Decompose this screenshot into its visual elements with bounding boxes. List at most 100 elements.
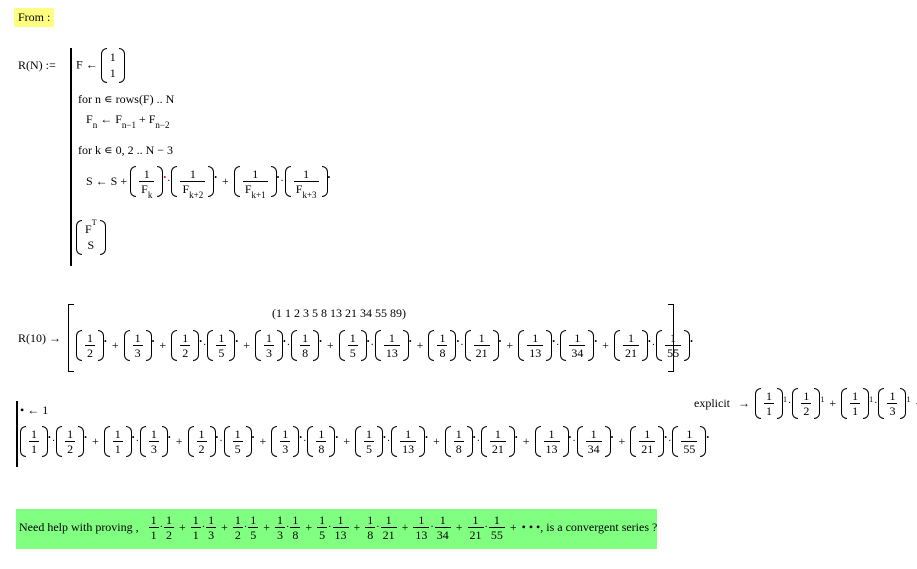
- numerator: 1: [686, 427, 693, 441]
- plus: +: [602, 338, 609, 352]
- exponent: •: [425, 433, 428, 442]
- numerator: 1: [208, 513, 215, 527]
- left-paren: [374, 330, 381, 361]
- denominator: 2: [801, 403, 812, 418]
- times-dot: ·: [874, 398, 878, 409]
- numerator: 1: [319, 513, 326, 527]
- denominator: 2: [232, 527, 243, 542]
- sum-lhs: S ← S +: [86, 174, 128, 188]
- times-dot: ·: [328, 522, 332, 533]
- def-line-1: F ← 1 1: [76, 48, 125, 84]
- plus: +: [343, 434, 350, 448]
- sub: k+1: [251, 190, 266, 200]
- exponent: •: [151, 337, 155, 346]
- left-paren: [103, 426, 110, 457]
- exponent: •: [706, 433, 710, 442]
- right-paren: [99, 220, 106, 256]
- denominator: 3: [275, 527, 286, 542]
- left-paren: [291, 330, 298, 361]
- exponent: •: [408, 337, 412, 346]
- numerator: 1: [478, 331, 485, 345]
- times-dot: ·: [286, 340, 291, 351]
- numerator: 1: [67, 427, 74, 441]
- numerator: 1: [252, 167, 259, 181]
- left-paren: [355, 426, 361, 457]
- left-paren: [254, 330, 261, 361]
- times-dot: ·: [556, 340, 560, 351]
- exponent: •: [199, 337, 202, 346]
- numerator: 1: [134, 331, 141, 345]
- denominator: 34: [434, 527, 451, 542]
- left-paren: [207, 330, 214, 361]
- exponent: •: [131, 433, 135, 442]
- plus: +: [91, 434, 99, 448]
- denominator: 13: [413, 527, 430, 542]
- left-paren: [428, 330, 435, 361]
- transpose-sup: T: [91, 218, 97, 227]
- denominator: 21: [622, 345, 639, 360]
- numerator: 1: [114, 427, 121, 441]
- numerator: 1: [31, 427, 37, 441]
- exponent: •: [664, 433, 668, 442]
- denominator: 8: [290, 527, 301, 542]
- denominator: 2: [164, 527, 174, 542]
- exponent: •: [552, 337, 555, 346]
- denominator: 21: [639, 441, 656, 456]
- denominator: 1: [190, 527, 201, 542]
- left-paren: [560, 330, 567, 361]
- exponent: •: [215, 433, 219, 442]
- exponent: •: [167, 433, 171, 442]
- exponent: •: [383, 433, 386, 442]
- numerator: 1: [277, 513, 284, 527]
- exp-dot: •: [327, 173, 331, 182]
- numerator: 1: [889, 389, 896, 403]
- left-paren: [841, 388, 848, 419]
- denominator: 3: [263, 345, 274, 360]
- numerator: 1: [439, 513, 446, 527]
- exponent: •: [299, 433, 303, 442]
- denominator: 55: [665, 345, 682, 360]
- plus: +: [416, 338, 424, 352]
- plus: +: [401, 520, 409, 534]
- times-dot: ·: [651, 340, 656, 351]
- times-dot: ·: [303, 436, 307, 447]
- exponent: •: [690, 337, 693, 346]
- numerator: 1: [548, 427, 555, 441]
- numerator: 1: [318, 427, 325, 441]
- def-line-4: for k ∊ 0, 2 .. N − 3: [78, 143, 174, 157]
- plus: +: [222, 174, 229, 188]
- left-paren: [171, 166, 178, 197]
- exponent: 1: [820, 395, 825, 404]
- fib-vector: (1 1 2 3 5 8 13 21 34 55 89): [272, 306, 406, 320]
- left-paren: [656, 330, 663, 361]
- denominator: 5: [347, 345, 358, 360]
- times-dot: ·: [370, 340, 374, 351]
